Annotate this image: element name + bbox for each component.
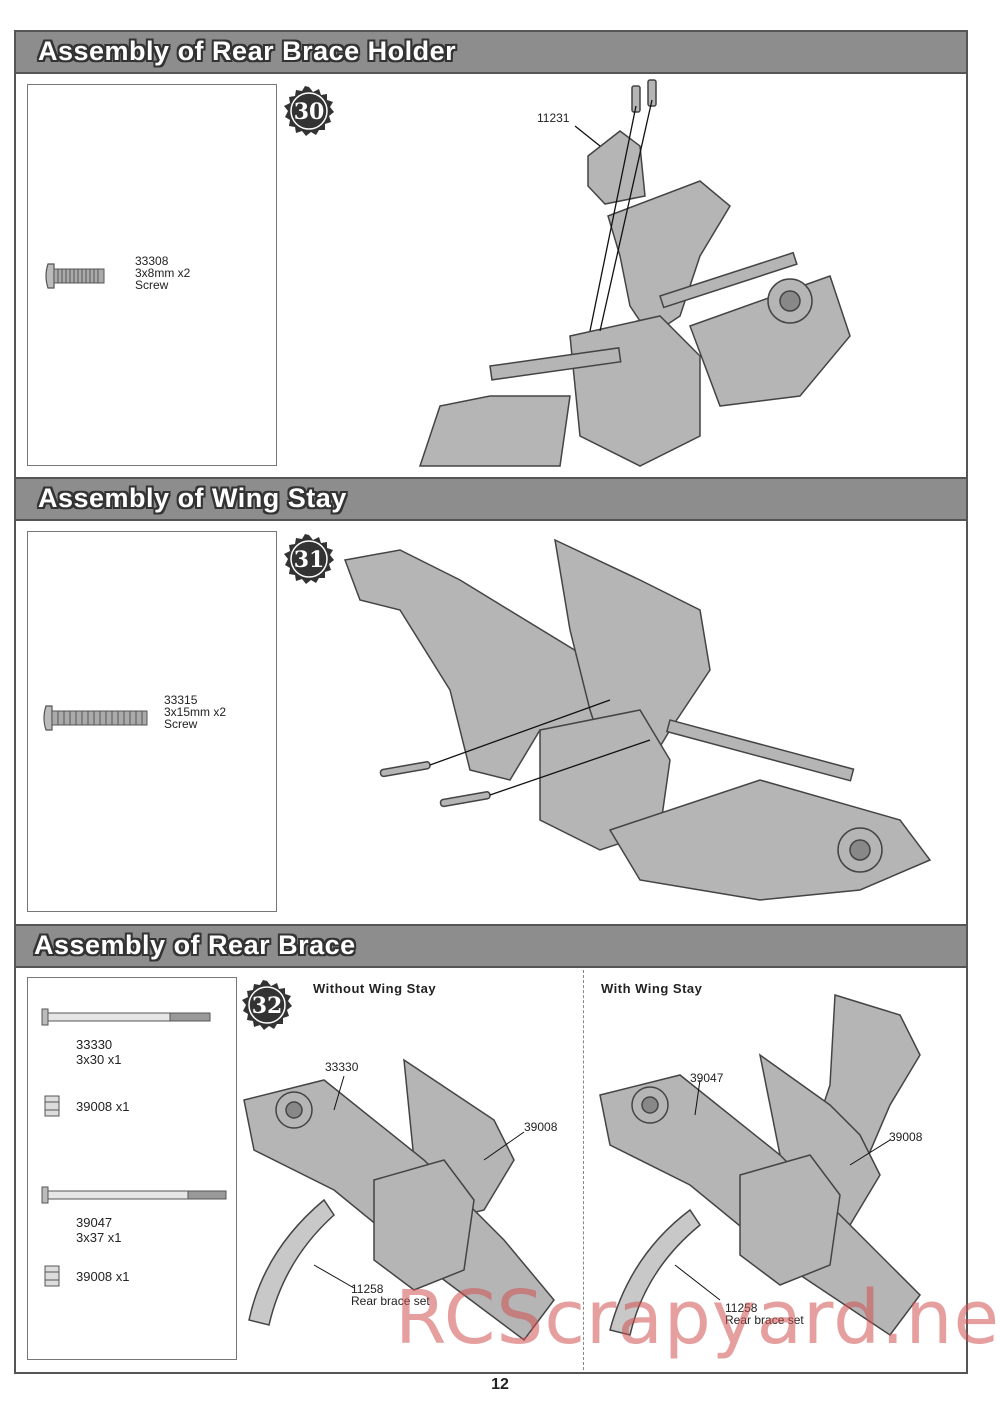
part-size: 3x8mm x2 (135, 266, 191, 280)
part-number: 33330 (76, 1037, 113, 1052)
part-number: 39047 (76, 1215, 113, 1230)
screw-icon (45, 263, 105, 289)
screw-icon (43, 705, 148, 731)
step-number: 30 (294, 99, 325, 125)
section-title: Assembly of Rear Brace Holder (38, 36, 457, 66)
callout-39047: 39047 (690, 1071, 724, 1085)
part-number: 33308 (135, 254, 169, 268)
screw-icon (41, 1186, 227, 1204)
part-label: 39008 x1 (76, 1269, 130, 1284)
callout-rear-brace-set: Rear brace set (725, 1313, 804, 1327)
step-badge-30: 30 (284, 86, 334, 136)
callout-11231: 11231 (537, 111, 570, 125)
illustration-without-wing-stay (243, 1058, 555, 1342)
callout-39008: 39008 (889, 1130, 923, 1144)
view-title-without-wing-stay: Without Wing Stay (313, 981, 437, 996)
page-number: 12 (491, 1376, 509, 1393)
section-header-wing-stay: Assembly of Wing Stay (14, 477, 968, 521)
illustration-step-31 (343, 538, 932, 901)
part-size: 3x15mm x2 (164, 705, 227, 719)
parts-box-step-30: 33308 3x8mm x2 Screw (27, 84, 277, 466)
view-title-with-wing-stay: With Wing Stay (601, 981, 703, 996)
part-name: Screw (135, 278, 169, 292)
part-size: 3x37 x1 (76, 1230, 122, 1245)
illustration-step-30 (418, 79, 851, 467)
section-title: Assembly of Rear Brace (34, 930, 356, 960)
parts-box-step-31: 33315 3x15mm x2 Screw (27, 531, 277, 912)
view-divider (583, 970, 584, 1370)
callout-33330: 33330 (325, 1060, 359, 1074)
step-number: 32 (252, 993, 283, 1019)
screw-icon (41, 1008, 211, 1026)
illustration-with-wing-stay (599, 994, 921, 1337)
callout-11258: 11258 (351, 1282, 384, 1296)
step-badge-32: 32 (242, 980, 292, 1030)
part-name: Screw (164, 717, 198, 731)
section-header-rear-brace: Assembly of Rear Brace (14, 924, 968, 968)
part-size: 3x30 x1 (76, 1052, 122, 1067)
parts-box-step-32: 33330 3x30 x1 39008 x1 39047 3x37 x1 390… (27, 977, 237, 1360)
section-header-rear-brace-holder: Assembly of Rear Brace Holder (14, 30, 968, 74)
watermark: RCScrapyard.net (395, 1275, 1000, 1361)
nut-icon (44, 1095, 60, 1117)
section-title: Assembly of Wing Stay (38, 483, 347, 513)
nut-icon (44, 1265, 60, 1287)
callout-rear-brace-set: Rear brace set (351, 1294, 430, 1308)
part-number: 33315 (164, 693, 198, 707)
callout-39008: 39008 (524, 1120, 558, 1134)
step-number: 31 (294, 547, 325, 573)
callout-11258: 11258 (725, 1301, 758, 1315)
part-label: 39008 x1 (76, 1099, 130, 1114)
step-badge-31: 31 (284, 534, 334, 584)
